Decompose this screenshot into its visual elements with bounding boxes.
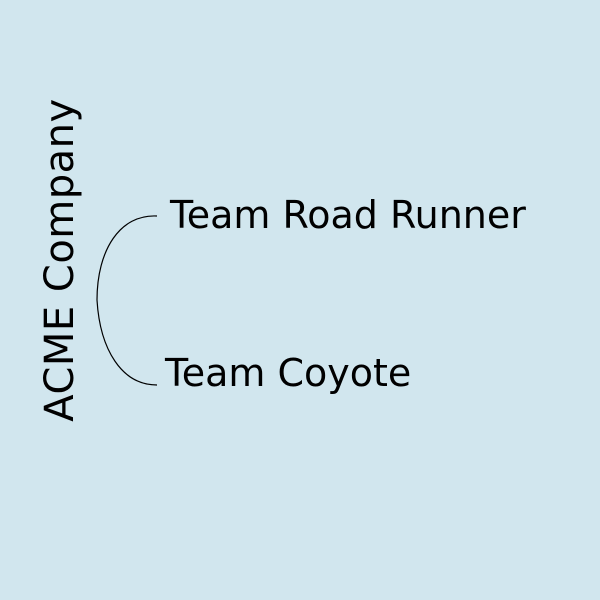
- brace-lower-branch: [96, 299, 158, 386]
- root-node-label: ACME Company: [37, 98, 83, 422]
- brace-upper-branch: [96, 215, 158, 301]
- child-node-team-coyote: Team Coyote: [165, 351, 412, 395]
- child-node-team-road-runner: Team Road Runner: [170, 193, 526, 237]
